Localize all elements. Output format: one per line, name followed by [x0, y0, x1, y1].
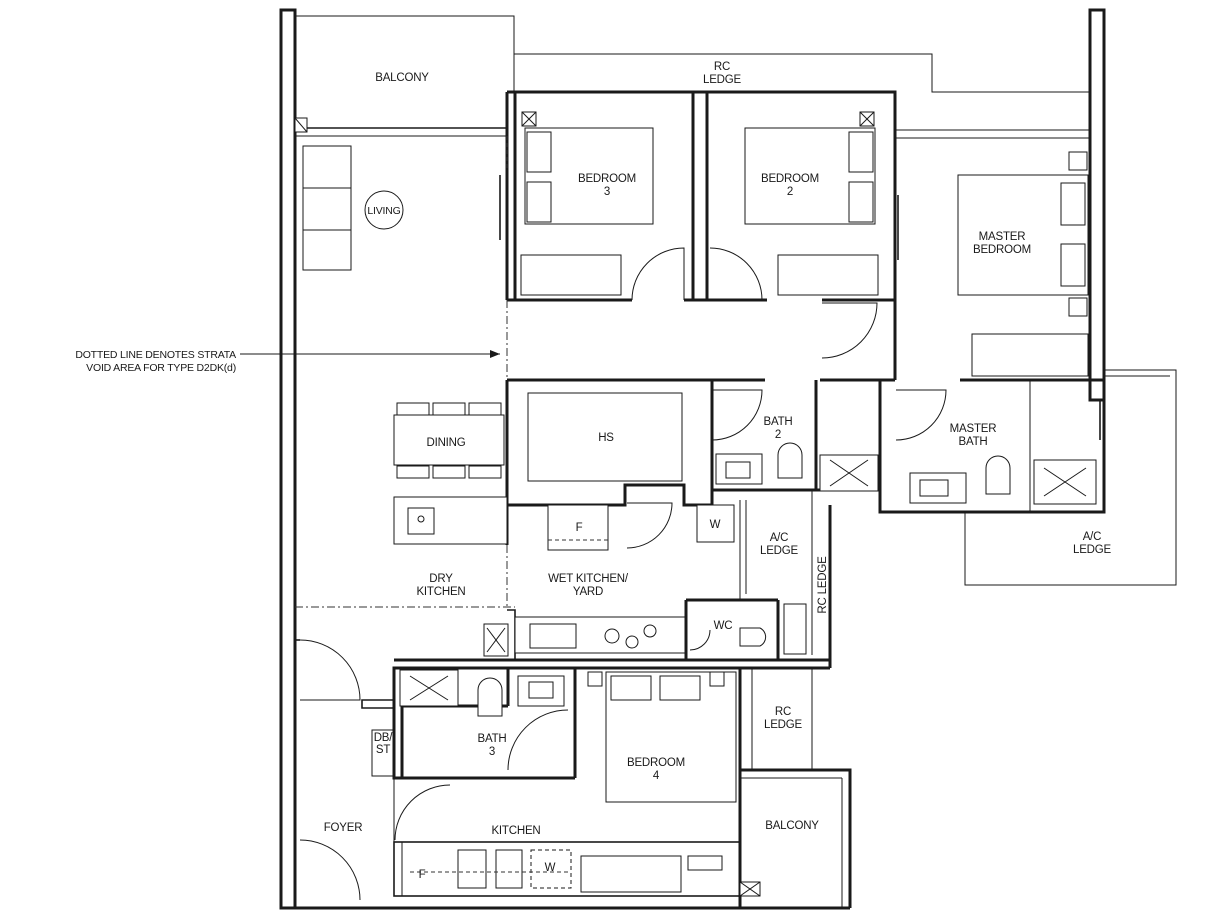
- wet-kitchen-label-1: WET KITCHEN/: [548, 573, 629, 585]
- wet-kitchen-label-2: YARD: [573, 586, 603, 598]
- ac-ledge-mid-label-1: A/C: [770, 532, 789, 544]
- db-st-label-1: DB/: [374, 732, 394, 744]
- rc-ledge-lower-label-1: RC: [775, 706, 791, 718]
- ac-ledge-right-label-1: A/C: [1083, 531, 1102, 543]
- rc-ledge-lower-label-2: LEDGE: [764, 719, 803, 731]
- hs-label: HS: [598, 432, 614, 444]
- furniture: [294, 111, 1097, 897]
- bedroom4-label-1: BEDROOM: [627, 757, 685, 769]
- door-swings: [299, 175, 1101, 901]
- rc-ledge-top-label-2: LEDGE: [703, 74, 742, 86]
- dining-label: DINING: [426, 437, 465, 449]
- fridge-wet-label: F: [576, 522, 583, 534]
- master-bedroom-label-2: BEDROOM: [973, 244, 1031, 256]
- ac-ledge-right-label-2: LEDGE: [1073, 544, 1112, 556]
- bedroom4-label-2: 4: [653, 770, 660, 782]
- bedroom3-label-2: 3: [604, 186, 610, 198]
- washer-kitchen-label: W: [545, 862, 556, 874]
- master-bath-label-1: MASTER: [950, 423, 997, 435]
- balcony-top-label: BALCONY: [375, 72, 429, 84]
- balcony-bottom-label: BALCONY: [765, 820, 819, 832]
- bedroom2-label-2: 2: [787, 186, 793, 198]
- wc-label: WC: [714, 620, 733, 632]
- living-label: LIVING: [367, 205, 400, 217]
- bedroom3-label-1: BEDROOM: [578, 173, 636, 185]
- annotation-leader: [240, 350, 500, 358]
- bath2-label-2: 2: [775, 429, 781, 441]
- fridge-kitchen-label: F: [419, 869, 426, 881]
- bedroom2-label-1: BEDROOM: [761, 173, 819, 185]
- master-bedroom-label-1: MASTER: [979, 231, 1026, 243]
- dry-kitchen-label-2: KITCHEN: [416, 586, 465, 598]
- bath3-label-2: 3: [489, 746, 495, 758]
- ac-ledge-mid-label-2: LEDGE: [760, 545, 799, 557]
- strata-note-line-2: VOID AREA FOR TYPE D2DK(d): [86, 362, 236, 374]
- labels: BALCONY RC LEDGE LIVING BEDROOM 3 BEDROO…: [75, 61, 1111, 881]
- master-bath-label-2: BATH: [958, 436, 987, 448]
- foyer-label: FOYER: [324, 822, 363, 834]
- kitchen-label: KITCHEN: [491, 825, 540, 837]
- db-st-label-2: ST: [376, 744, 390, 756]
- dry-kitchen-label-1: DRY: [429, 573, 453, 585]
- washer-wet-label: W: [710, 519, 721, 531]
- bath2-label-1: BATH: [763, 416, 792, 428]
- bath3-label-1: BATH: [477, 733, 506, 745]
- rc-ledge-top-label-1: RC: [714, 61, 730, 73]
- rc-ledge-vertical-label: RC LEDGE: [817, 556, 829, 614]
- strata-note-line-1: DOTTED LINE DENOTES STRATA: [75, 349, 236, 361]
